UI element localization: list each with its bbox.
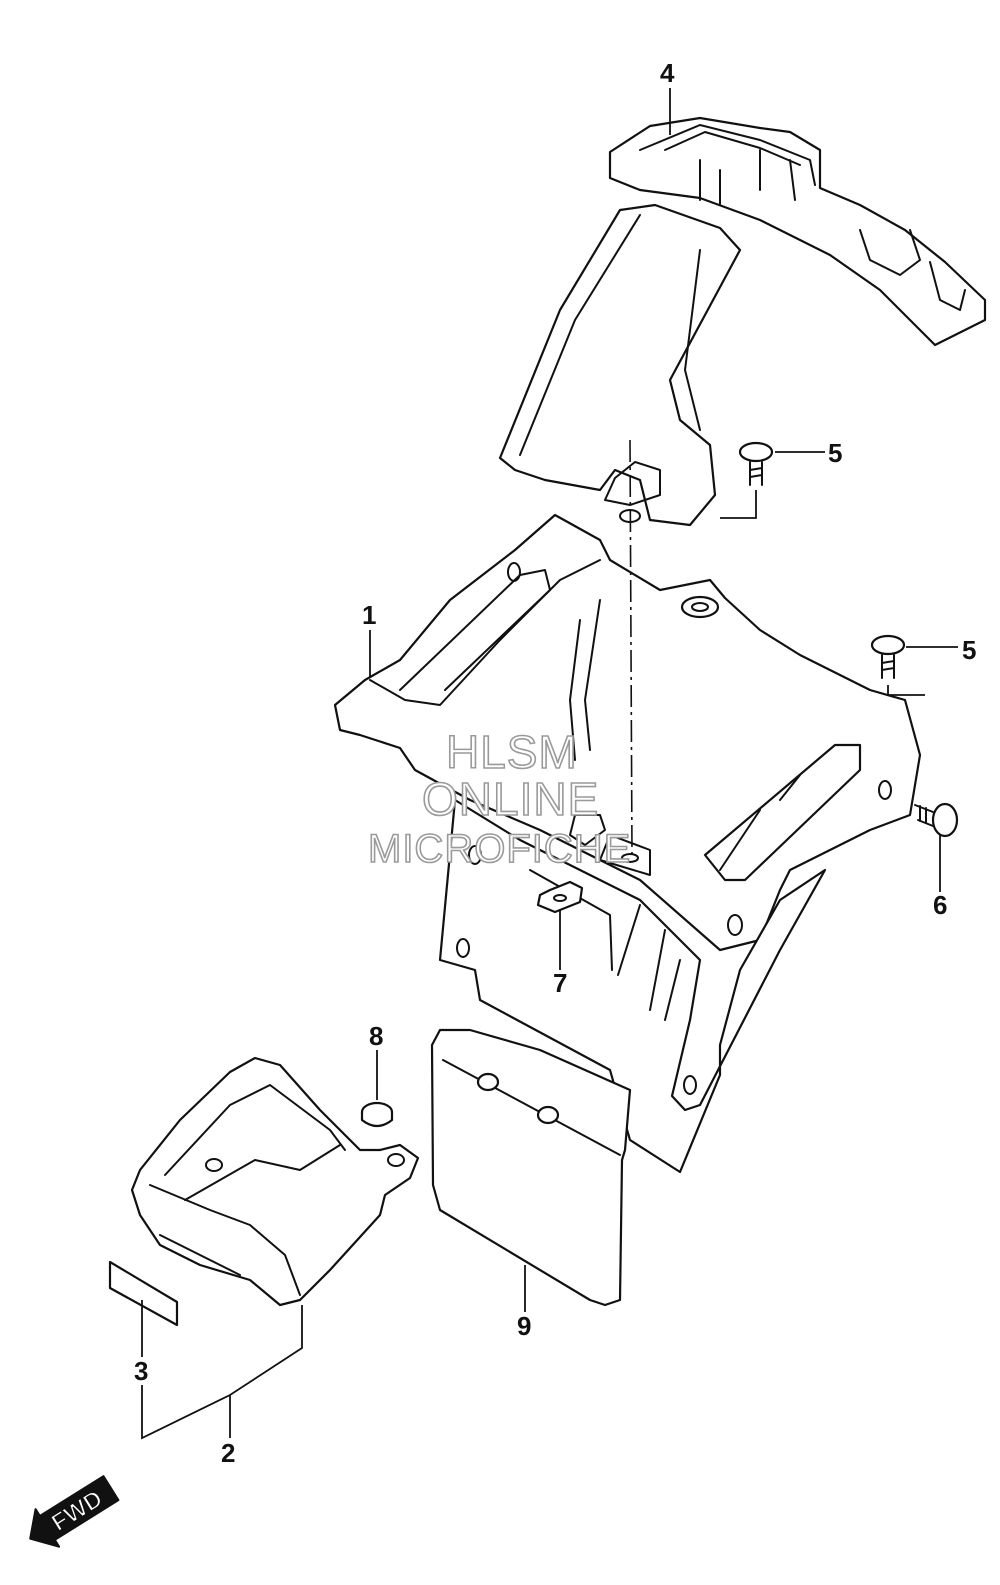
watermark-line-3: MICROFICHE [368,827,631,871]
part-6-bolt [914,802,959,838]
leader-lines [141,88,958,1440]
callout-9: 9 [517,1311,531,1341]
part-5-screw-right [870,634,906,679]
part-8-grommet [360,1101,394,1128]
watermark-line-1: HLSM [446,726,578,778]
callout-numbers: 4 5 1 5 6 7 8 9 3 2 [134,58,976,1468]
callout-6: 6 [933,890,947,920]
callout-2: 2 [221,1438,235,1468]
part-5-screw-upper [738,441,774,486]
fwd-arrow: FWD [29,1475,120,1548]
callout-5-upper: 5 [828,438,842,468]
fwd-arrow-icon [29,1475,120,1548]
part-3-label [108,1260,179,1327]
callout-3: 3 [134,1356,148,1386]
callout-5-right: 5 [962,635,976,665]
part-1-rear-fender [333,513,922,1174]
callout-1: 1 [362,600,376,630]
callout-7: 7 [553,968,567,998]
part-4-upper-bracket [498,116,987,527]
watermark: HLSM ONLINE MICROFICHE [367,725,631,872]
watermark-line-2: ONLINE [422,773,599,825]
part-9-mud-flap [430,1028,632,1307]
callout-8: 8 [369,1021,383,1051]
callout-4: 4 [660,58,675,88]
part-2-cover [130,1056,420,1307]
